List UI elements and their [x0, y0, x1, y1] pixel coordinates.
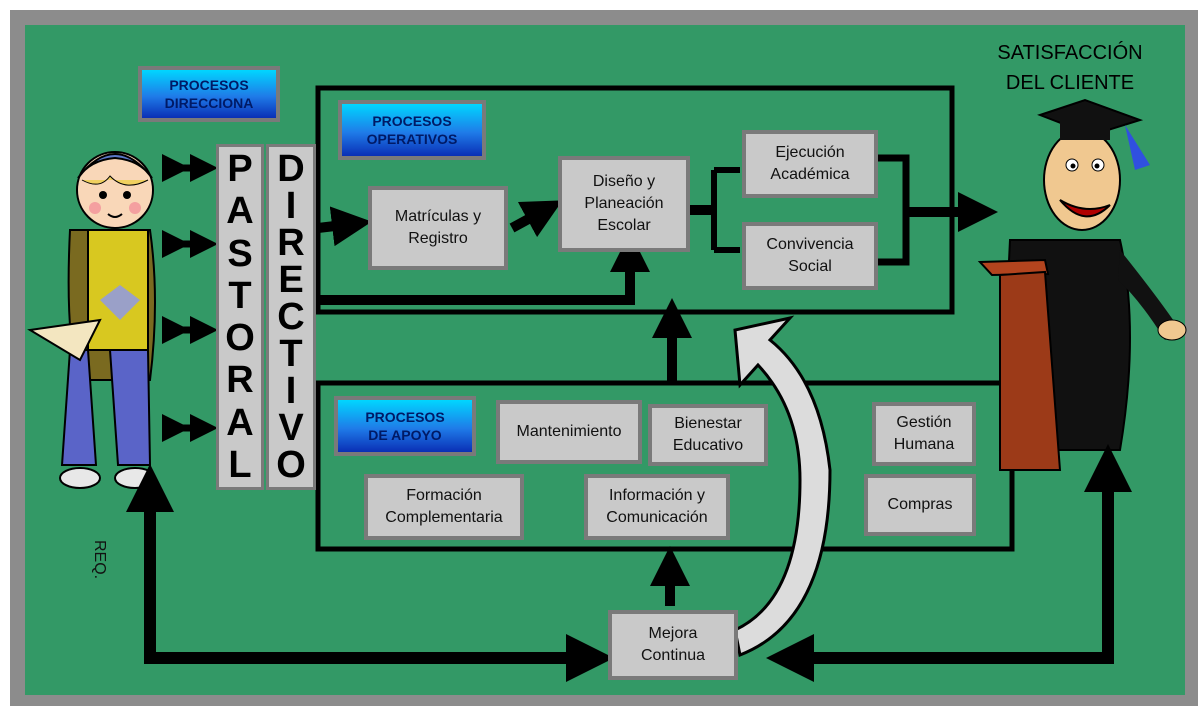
directivo-letter: T	[279, 333, 303, 375]
directivo-letter: E	[278, 259, 304, 301]
pastoral-letter: L	[228, 443, 252, 486]
box-diseno: Diseño y Planeación Escolar	[558, 156, 690, 252]
title-satisfaccion: SATISFACCIÓN DEL CLIENTE	[997, 42, 1143, 94]
operativos-frame	[315, 85, 955, 315]
teacher-illustration	[977, 98, 1187, 471]
student-illustration	[27, 151, 156, 489]
pastoral-letter: P	[227, 148, 253, 190]
pastoral-letter: A	[226, 401, 254, 444]
box-mantenimiento: Mantenimiento	[496, 400, 642, 464]
label-procesos-direcciona: PROCESOS DIRECCIONA	[138, 66, 280, 122]
directivo-letter: I	[285, 370, 297, 412]
box-compras: Compras	[864, 474, 976, 536]
operativos-arrows	[317, 154, 998, 606]
box-gestion-humana: Gestión Humana	[872, 402, 976, 466]
directivo-letter: C	[277, 296, 305, 338]
box-bienestar: Bienestar Educativo	[648, 404, 768, 466]
directivo-letter: O	[276, 444, 306, 486]
mejora-loop-arrow	[733, 315, 832, 658]
pastoral-letter: S	[227, 232, 253, 275]
box-mejora-continua: Mejora Continua	[608, 610, 738, 680]
student-connectors	[162, 154, 218, 442]
box-ejecucion: Ejecución Académica	[742, 130, 878, 198]
pastoral-letter: R	[226, 359, 254, 402]
box-matriculas: Matrículas y Registro	[368, 186, 508, 270]
box-informacion: Información y Comunicación	[584, 474, 730, 540]
pastoral-letter: T	[228, 274, 252, 317]
box-formacion: Formación Complementaria	[364, 474, 524, 540]
feedback-arrows	[126, 444, 1132, 682]
pastoral-letter: O	[225, 317, 255, 360]
directivo-letter: V	[278, 407, 304, 449]
label-procesos-apoyo: PROCESOS DE APOYO	[334, 396, 476, 456]
pastoral-letter: A	[226, 190, 254, 233]
directivo-letter: D	[277, 148, 305, 190]
directivo-letter: R	[277, 222, 305, 264]
box-convivencia: Convivencia Social	[742, 222, 878, 290]
req-label: REQ.	[91, 540, 108, 580]
label-procesos-operativos: PROCESOS OPERATIVOS	[338, 100, 486, 160]
directivo-letter: I	[285, 185, 297, 227]
